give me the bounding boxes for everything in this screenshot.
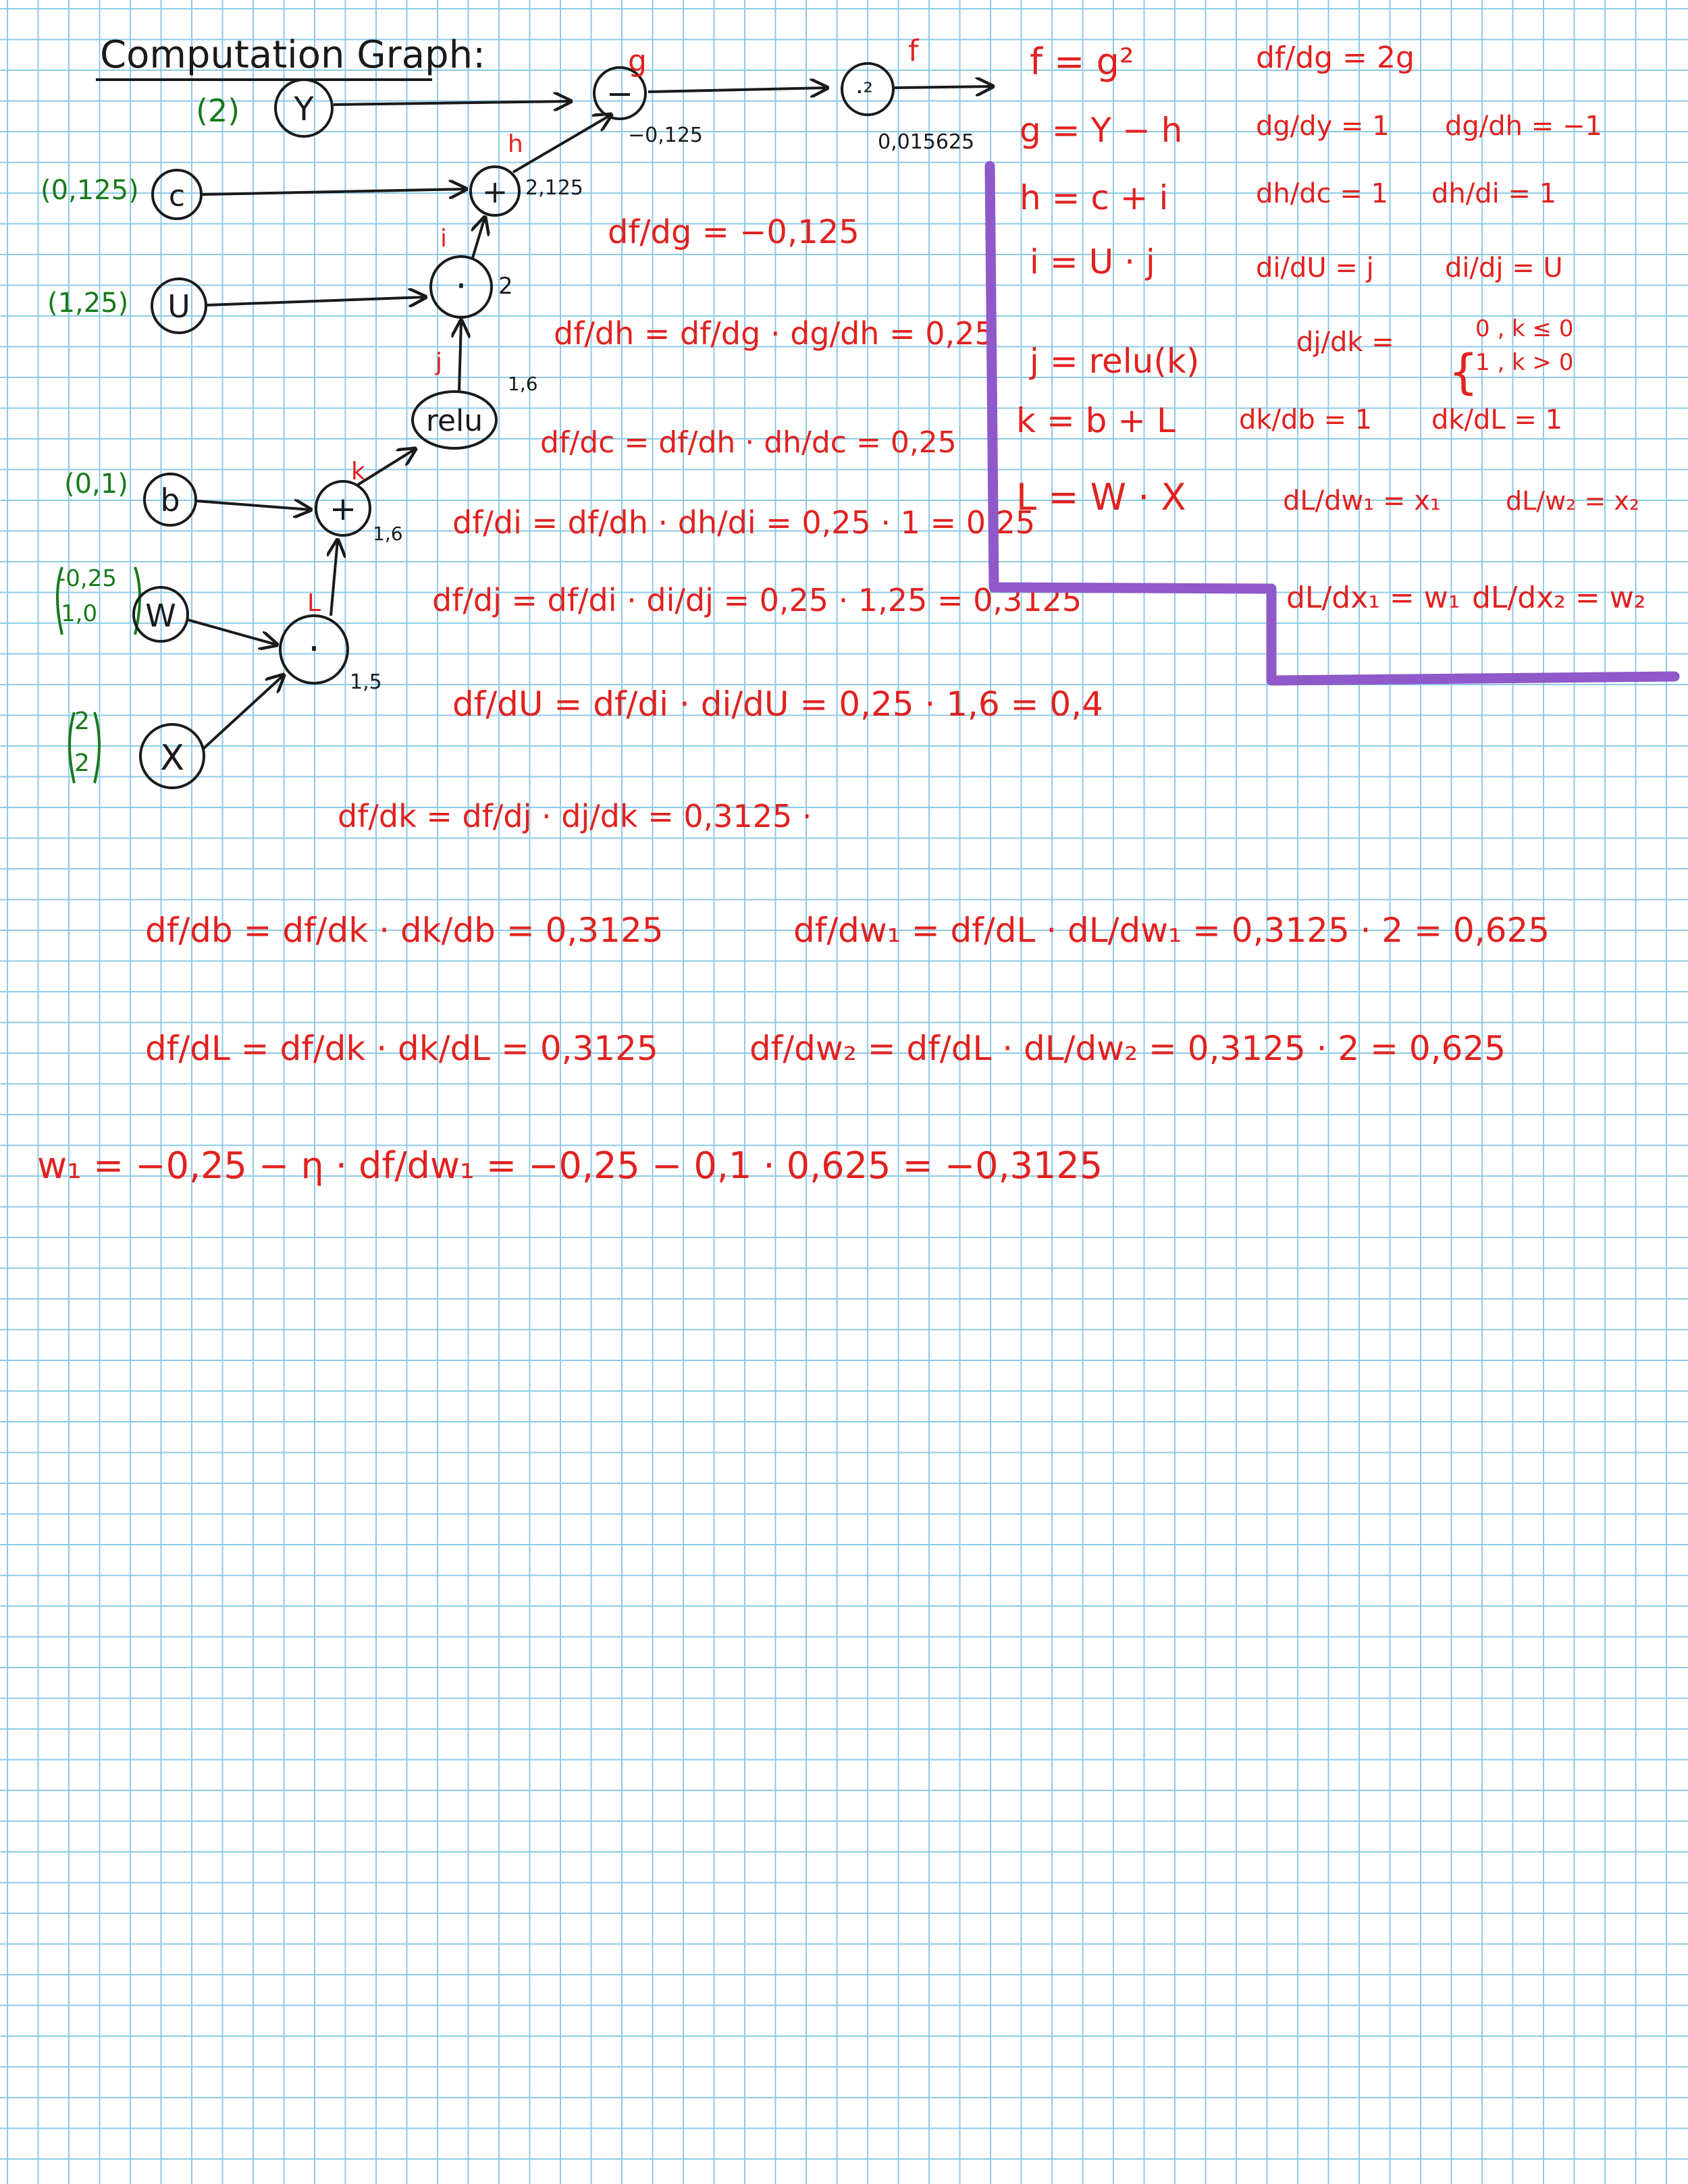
- grad-dh-di: dh/di = 1: [1431, 178, 1556, 209]
- chain-df-dh: df/dh = df/dg · dg/dh = 0,25: [554, 315, 995, 352]
- svg-text:·²: ·²: [855, 78, 873, 106]
- grad-dl-dx2: dL/dx₂ = w₂: [1472, 581, 1645, 615]
- grad-dg-dh: dg/dh = −1: [1445, 111, 1602, 142]
- relu-case-1: 0 , k ≤ 0: [1475, 315, 1573, 342]
- node-x: X: [139, 723, 205, 789]
- svg-text:·: ·: [308, 627, 320, 671]
- edge-label-i: i: [440, 225, 447, 252]
- grad-dj-dk: dj/dk =: [1296, 327, 1394, 358]
- node-mul-l: ·: [279, 614, 349, 685]
- svg-text:·: ·: [455, 265, 467, 307]
- chain-df-db: df/db = df/dk · dk/db = 0,3125: [145, 911, 664, 950]
- chain-df-dj: df/dj = df/di · di/dj = 0,25 · 1,25 = 0,…: [432, 582, 1082, 618]
- edge-label-k: k: [351, 458, 365, 485]
- svg-text:X: X: [160, 738, 184, 778]
- input-value-w-bottom: 1,0: [61, 600, 97, 627]
- node-square: ·²: [841, 62, 895, 116]
- chain-df-dg: df/dg = −0,125: [608, 213, 860, 251]
- value-l: 1,5: [350, 670, 382, 694]
- grad-dh-dc: dh/dc = 1: [1256, 178, 1388, 209]
- edge-label-l: L: [307, 589, 321, 617]
- chain-df-dw1: df/dw₁ = df/dL · dL/dw₁ = 0,3125 · 2 = 0…: [793, 911, 1550, 950]
- input-value-c: (0,125): [41, 175, 139, 206]
- value-k: 1,6: [373, 523, 403, 545]
- edge-label-h: h: [508, 130, 523, 158]
- relu-brace: {: [1448, 344, 1479, 400]
- equation-i: i = U · j: [1030, 242, 1155, 282]
- grad-di-du: di/dU = j: [1256, 252, 1374, 284]
- svg-text:c: c: [169, 179, 185, 213]
- grad-dl-dx1: dL/dx₁ = w₁: [1286, 581, 1460, 615]
- input-value-u: (1,25): [47, 288, 128, 319]
- grad-dk-dl: dk/dL = 1: [1431, 404, 1562, 435]
- svg-text:+: +: [329, 490, 357, 528]
- svg-text:+: +: [482, 174, 508, 210]
- svg-text:b: b: [160, 482, 180, 518]
- edge-label-f: f: [908, 34, 920, 68]
- grad-dg-dy: dg/dy = 1: [1256, 111, 1390, 142]
- chain-df-di: df/di = df/dh · dh/di = 0,25 · 1 = 0,25: [452, 504, 1035, 541]
- equation-f: f = g²: [1030, 41, 1134, 83]
- input-value-w-top: -0,25: [57, 565, 117, 592]
- equation-g: g = Y − h: [1020, 111, 1182, 150]
- svg-text:U: U: [167, 288, 190, 325]
- lower-derivations: df/db = df/dk · dk/db = 0,3125 df/dL = d…: [37, 911, 1550, 1187]
- chain-df-dc: df/dc = df/dh · dh/dc = 0,25: [540, 425, 957, 460]
- chain-rule-derivations: df/dg = −0,125 df/dh = df/dg · dg/dh = 0…: [338, 213, 1103, 834]
- weight-update-w1: w₁ = −0,25 − η · df/dw₁ = −0,25 − 0,1 · …: [37, 1144, 1103, 1187]
- equation-l: L = W · X: [1016, 476, 1186, 518]
- edge-label-j: j: [435, 348, 442, 376]
- node-mul-i: ·: [429, 255, 493, 319]
- node-relu: relu: [411, 390, 498, 450]
- node-plus-k: +: [315, 480, 371, 537]
- grad-dl-dw1: dL/dw₁ = x₁: [1283, 485, 1441, 516]
- node-c: c: [151, 169, 203, 220]
- node-plus-h: +: [469, 165, 521, 217]
- graph-title: Computation Graph:: [100, 33, 485, 77]
- value-i: 2: [498, 273, 513, 300]
- chain-df-dl: df/dL = df/dk · dk/dL = 0,3125: [145, 1029, 658, 1068]
- edge-label-g: g: [628, 44, 647, 78]
- input-value-b: (0,1): [64, 469, 128, 500]
- chain-df-du: df/dU = df/di · di/dU = 0,25 · 1,6 = 0,4: [452, 685, 1103, 724]
- computation-graph: Computation Graph: (2) (0,125) (1,25) (0…: [41, 33, 993, 789]
- value-f: 0,015625: [878, 130, 974, 154]
- grad-dl-dw2: dL/w₂ = x₂: [1506, 486, 1639, 516]
- input-value-x-top: 2: [74, 708, 90, 735]
- svg-text:relu: relu: [426, 404, 483, 438]
- node-minus: −: [593, 66, 647, 120]
- svg-text:−: −: [606, 75, 633, 113]
- svg-text:Y: Y: [293, 90, 314, 128]
- grad-di-dj: di/dj = U: [1445, 252, 1563, 284]
- node-b: b: [143, 473, 197, 527]
- node-y: Y: [274, 78, 334, 138]
- value-h: 2,125: [525, 176, 583, 200]
- value-relu: 1,6: [508, 373, 538, 395]
- chain-df-dw2: df/dw₂ = df/dL · dL/dw₂ = 0,3125 · 2 = 0…: [749, 1029, 1506, 1068]
- forward-equations: f = g² g = Y − h h = c + i i = U · j j =…: [1016, 41, 1199, 518]
- chain-df-dk: df/dk = df/dj · dj/dk = 0,3125 ·: [338, 798, 812, 834]
- graph-edges: [187, 86, 993, 751]
- relu-case-2: 1 , k > 0: [1475, 349, 1573, 376]
- svg-text:W: W: [145, 597, 176, 634]
- equation-k: k = b + L: [1016, 401, 1176, 440]
- node-w: W: [132, 586, 189, 643]
- grad-dk-db: dk/db = 1: [1239, 404, 1372, 435]
- equation-h: h = c + i: [1020, 178, 1168, 217]
- equation-j: j = relu(k): [1029, 342, 1199, 381]
- local-gradients: df/dg = 2g dg/dy = 1 dg/dh = −1 dh/dc = …: [1239, 41, 1645, 615]
- value-g: −0,125: [628, 124, 703, 147]
- grad-df-dg: df/dg = 2g: [1256, 41, 1415, 75]
- section-divider-line: [984, 161, 1680, 686]
- x-vector-brackets: [68, 712, 101, 784]
- node-u: U: [151, 277, 207, 334]
- input-value-x-bottom: 2: [74, 749, 90, 777]
- input-value-y: (2): [196, 92, 240, 129]
